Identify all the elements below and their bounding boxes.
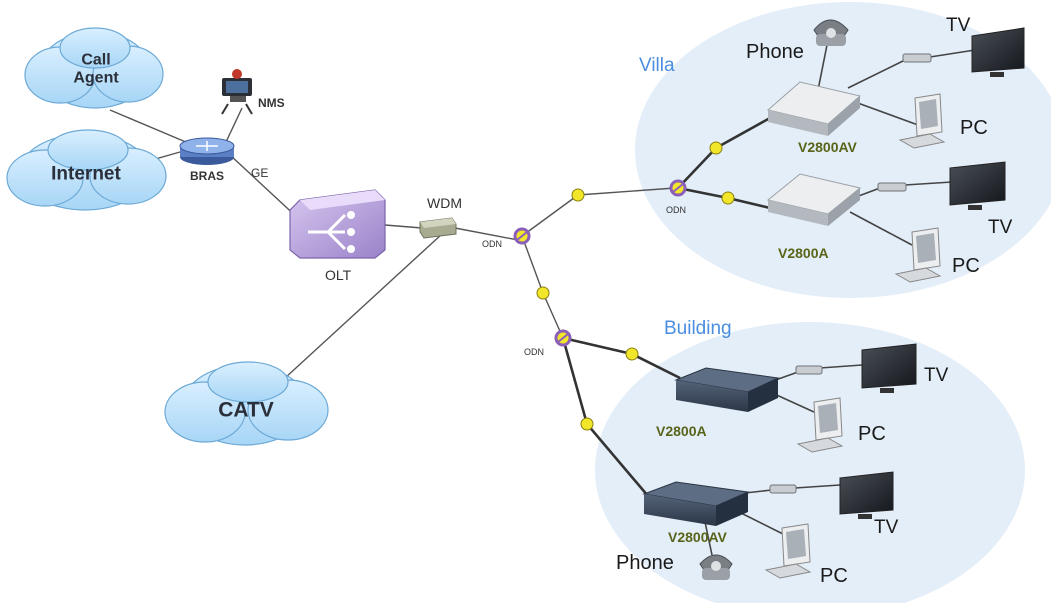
villa-tv-top-label: TV bbox=[946, 15, 971, 36]
nms-icon bbox=[221, 69, 253, 115]
tv-villa-top-icon bbox=[971, 27, 1025, 77]
villa-pc-bottom-label: PC bbox=[952, 255, 980, 277]
internet-label: Internet bbox=[51, 163, 121, 185]
ge-label: GE bbox=[251, 166, 269, 180]
fiber-connectors bbox=[536, 141, 735, 431]
odn-label-building: ODN bbox=[524, 347, 544, 357]
cpe-links bbox=[704, 29, 976, 556]
nms-label: NMS bbox=[258, 96, 285, 110]
building-tv-bottom-label: TV bbox=[874, 517, 899, 538]
pc-building-bottom-icon bbox=[764, 523, 812, 579]
pc-villa-bottom-icon bbox=[894, 227, 942, 283]
building-phone-label: Phone bbox=[616, 552, 674, 574]
building-onu-bottom-label: V2800AV bbox=[668, 529, 727, 545]
onu-villa-top-icon bbox=[766, 81, 862, 136]
villa-zone bbox=[635, 2, 1051, 298]
villa-tv-bottom-label: TV bbox=[988, 217, 1013, 238]
call-agent-label: Call Agent bbox=[73, 51, 119, 87]
pc-villa-top-icon bbox=[898, 93, 946, 149]
bras-label: BRAS bbox=[190, 169, 225, 183]
villa-onu-bottom-label: V2800A bbox=[778, 245, 829, 261]
tv-building-bottom-icon bbox=[839, 471, 894, 519]
villa-title: Villa bbox=[639, 55, 675, 76]
tv-building-top-icon bbox=[861, 343, 917, 393]
set-top-boxes bbox=[769, 53, 932, 494]
bras-router-icon bbox=[179, 137, 235, 165]
odn-splitter-villa bbox=[669, 179, 687, 197]
tv-villa-bottom-icon bbox=[949, 161, 1006, 210]
villa-pc-top-label: PC bbox=[960, 117, 988, 139]
odn-splitter-building bbox=[554, 329, 572, 347]
onu-building-bottom-icon bbox=[642, 481, 750, 526]
internet-cloud bbox=[6, 129, 167, 211]
odn-label-main: ODN bbox=[482, 239, 502, 249]
odn-label-villa: ODN bbox=[666, 205, 686, 215]
building-tv-top-label: TV bbox=[924, 365, 949, 386]
catv-label: CATV bbox=[218, 398, 274, 422]
building-pc-bottom-label: PC bbox=[820, 565, 848, 587]
building-pc-top-label: PC bbox=[858, 423, 886, 445]
olt-icon bbox=[289, 189, 386, 259]
pc-building-top-icon bbox=[796, 397, 844, 453]
odn-splitter-main bbox=[513, 227, 531, 245]
phone-villa-icon bbox=[813, 19, 849, 46]
wdm-label: WDM bbox=[427, 195, 462, 211]
olt-label: OLT bbox=[325, 267, 352, 283]
onu-building-top-icon bbox=[674, 367, 780, 412]
phone-building-icon bbox=[699, 554, 733, 580]
building-onu-top-label: V2800A bbox=[656, 423, 707, 439]
onu-villa-bottom-icon bbox=[766, 173, 862, 226]
odn-splitters bbox=[513, 179, 687, 347]
catv-cloud bbox=[164, 361, 329, 446]
villa-onu-top-label: V2800AV bbox=[798, 139, 857, 155]
building-title: Building bbox=[664, 318, 732, 339]
villa-phone-label: Phone bbox=[746, 41, 804, 63]
call-agent-cloud bbox=[24, 27, 164, 109]
wdm-icon bbox=[419, 217, 457, 239]
